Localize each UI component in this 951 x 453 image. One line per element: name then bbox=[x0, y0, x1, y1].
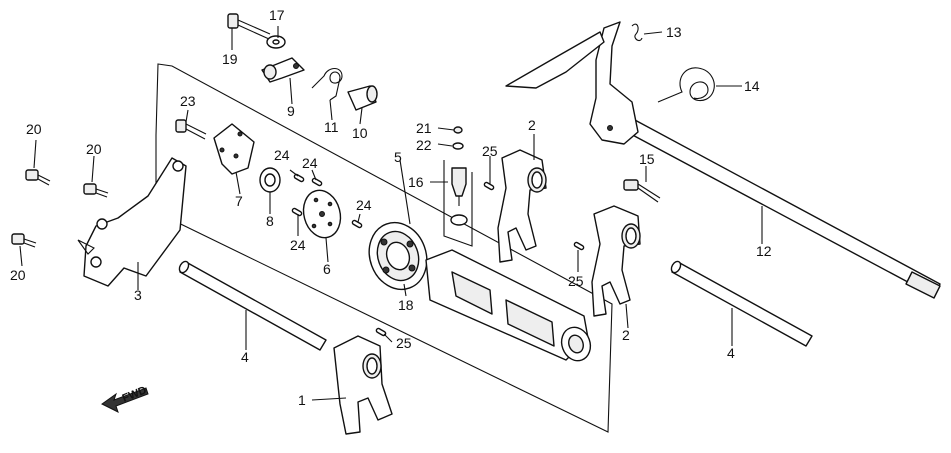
callout-21: 21 bbox=[416, 120, 432, 136]
callout-3: 3 bbox=[134, 287, 142, 303]
part-20-bolt-b bbox=[83, 183, 109, 198]
callout-22: 22 bbox=[416, 137, 432, 153]
callout-1: 1 bbox=[298, 392, 306, 408]
part-21-washer bbox=[453, 126, 463, 134]
part-25-pins bbox=[375, 181, 585, 337]
callout-16: 16 bbox=[408, 174, 424, 190]
callout-17: 17 bbox=[269, 7, 285, 23]
fwd-label: FWD bbox=[121, 384, 149, 405]
callout-7: 7 bbox=[235, 193, 243, 209]
callout-labels: 1 2 2 3 4 4 5 6 7 8 9 10 11 12 13 14 15 … bbox=[10, 7, 772, 408]
part-7-stopper-plate bbox=[213, 123, 255, 175]
callout-20-c: 20 bbox=[10, 267, 26, 283]
callout-24-d: 24 bbox=[356, 197, 372, 213]
leader-lines bbox=[19, 26, 763, 401]
callout-2-upper: 2 bbox=[528, 117, 536, 133]
callout-9: 9 bbox=[287, 103, 295, 119]
part-11-return-spring bbox=[311, 67, 343, 101]
callout-12: 12 bbox=[756, 243, 772, 259]
callout-25-b: 25 bbox=[568, 273, 584, 289]
callout-24-c: 24 bbox=[290, 237, 306, 253]
part-1-shift-fork bbox=[333, 335, 393, 435]
part-24-pins bbox=[291, 173, 363, 229]
callout-20-a: 20 bbox=[26, 121, 42, 137]
part-10-collar bbox=[347, 85, 378, 111]
fwd-arrow: FWD bbox=[101, 384, 149, 413]
part-3-bracket-plate bbox=[77, 157, 187, 287]
part-4-fork-shaft-right bbox=[670, 260, 813, 347]
part-19-bolt bbox=[227, 13, 271, 40]
part-18-bearing bbox=[368, 221, 428, 291]
callout-11: 11 bbox=[324, 119, 339, 135]
part-4-fork-shaft-left bbox=[178, 260, 327, 351]
part-9-stopper-arm bbox=[261, 57, 305, 83]
callout-5: 5 bbox=[394, 149, 402, 165]
callout-25-c: 25 bbox=[396, 335, 412, 351]
callout-4-right: 4 bbox=[727, 345, 735, 361]
callout-10: 10 bbox=[352, 125, 368, 141]
callout-18: 18 bbox=[398, 297, 414, 313]
part-15-pin-bolt bbox=[623, 179, 661, 203]
callout-19: 19 bbox=[222, 51, 238, 67]
fwd-arrow-icon bbox=[101, 387, 149, 413]
part-8-collar bbox=[259, 167, 281, 193]
callout-24-a: 24 bbox=[274, 147, 290, 163]
part-13-spring bbox=[631, 23, 643, 42]
callout-8: 8 bbox=[266, 213, 274, 229]
part-14-return-spring bbox=[657, 67, 715, 103]
assembly-boundary-outline bbox=[155, 63, 613, 433]
part-6-drum-plate bbox=[302, 189, 342, 239]
part-2-shift-fork-lower bbox=[591, 205, 641, 317]
callout-4-left: 4 bbox=[241, 349, 249, 365]
callout-15: 15 bbox=[639, 151, 655, 167]
part-23-bolt bbox=[175, 119, 207, 140]
part-16-neutral-switch-group bbox=[443, 160, 473, 247]
callout-24-b: 24 bbox=[302, 155, 318, 171]
part-12-gearshift-spindle bbox=[505, 21, 941, 299]
gearshift-drum bbox=[425, 249, 592, 362]
callout-20-b: 20 bbox=[86, 141, 102, 157]
callout-6: 6 bbox=[323, 261, 331, 277]
part-17-washer bbox=[266, 35, 286, 49]
part-20-bolt-a bbox=[25, 169, 51, 186]
callout-23: 23 bbox=[180, 93, 196, 109]
callout-25-a: 25 bbox=[482, 143, 498, 159]
part-22-o-ring bbox=[452, 142, 464, 150]
part-2-shift-fork-upper bbox=[497, 149, 547, 263]
callout-14: 14 bbox=[744, 78, 760, 94]
callout-2-lower: 2 bbox=[622, 327, 630, 343]
part-20-bolt-c bbox=[11, 233, 37, 248]
callout-13: 13 bbox=[666, 24, 682, 40]
